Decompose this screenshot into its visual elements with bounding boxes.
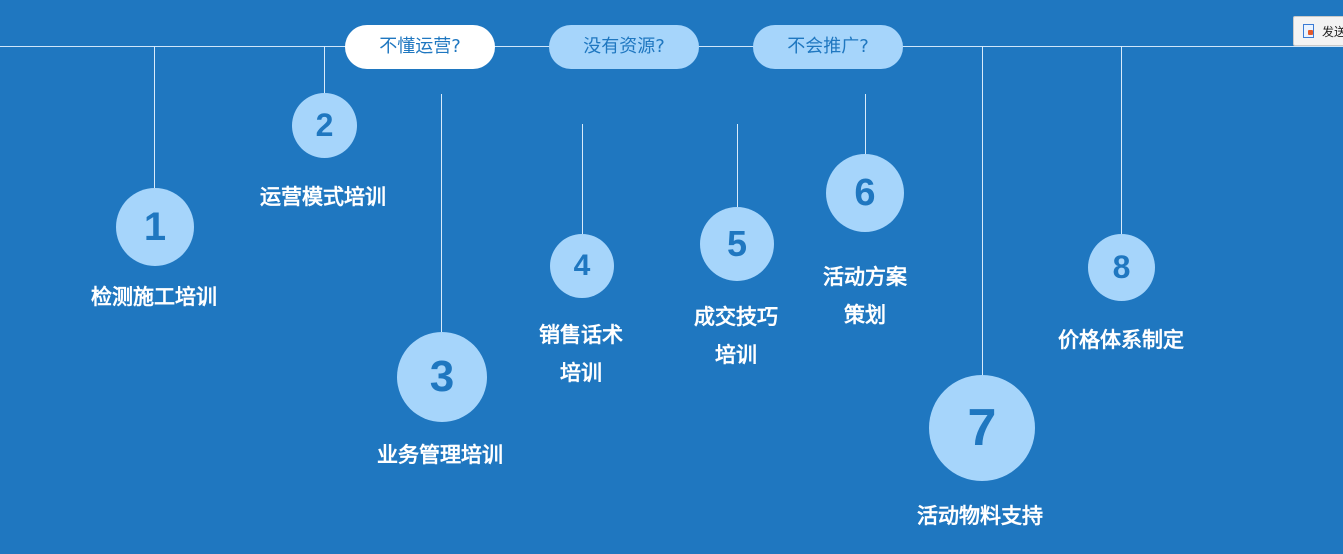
step-circle-2: 2 bbox=[292, 93, 357, 158]
connector-5 bbox=[737, 124, 738, 207]
step-label-2: 运营模式培训 bbox=[260, 185, 386, 209]
step-circle-6: 6 bbox=[826, 154, 904, 232]
connector-7 bbox=[982, 46, 983, 375]
step-label-5: 成交技巧 培训 bbox=[666, 298, 806, 374]
send-document-icon bbox=[1303, 24, 1314, 38]
send-button-label: 发送 bbox=[1322, 25, 1343, 39]
step-label-3: 业务管理培训 bbox=[377, 443, 503, 467]
step-circle-1: 1 bbox=[116, 188, 194, 266]
step-label-6: 活动方案 策划 bbox=[795, 258, 935, 334]
step-label-5-line-2: 培训 bbox=[715, 343, 757, 367]
step-circle-4: 4 bbox=[550, 234, 614, 298]
connector-1 bbox=[154, 46, 155, 188]
step-label-4-line-2: 培训 bbox=[560, 361, 602, 385]
step-label-6-line-2: 策划 bbox=[844, 303, 886, 327]
connector-8 bbox=[1121, 46, 1122, 234]
connector-6 bbox=[865, 94, 866, 154]
step-label-1: 检测施工培训 bbox=[91, 285, 217, 309]
step-label-6-line-1: 活动方案 bbox=[823, 265, 907, 289]
send-button[interactable]: 发送 bbox=[1293, 16, 1343, 46]
step-label-8: 价格体系制定 bbox=[1058, 328, 1184, 352]
step-circle-5: 5 bbox=[700, 207, 774, 281]
step-circle-8: 8 bbox=[1088, 234, 1155, 301]
connector-3 bbox=[441, 94, 442, 332]
step-label-4-line-1: 销售话术 bbox=[539, 323, 623, 347]
step-label-5-line-1: 成交技巧 bbox=[694, 305, 778, 329]
pill-promotion[interactable]: 不会推广? bbox=[753, 25, 903, 69]
pill-resources[interactable]: 没有资源? bbox=[549, 25, 699, 69]
connector-4 bbox=[582, 124, 583, 234]
step-circle-3: 3 bbox=[397, 332, 487, 422]
step-circle-7: 7 bbox=[929, 375, 1035, 481]
step-label-4: 销售话术 培训 bbox=[511, 316, 651, 392]
step-label-7: 活动物料支持 bbox=[917, 504, 1043, 528]
connector-2 bbox=[324, 46, 325, 93]
pill-operations[interactable]: 不懂运营? bbox=[345, 25, 495, 69]
